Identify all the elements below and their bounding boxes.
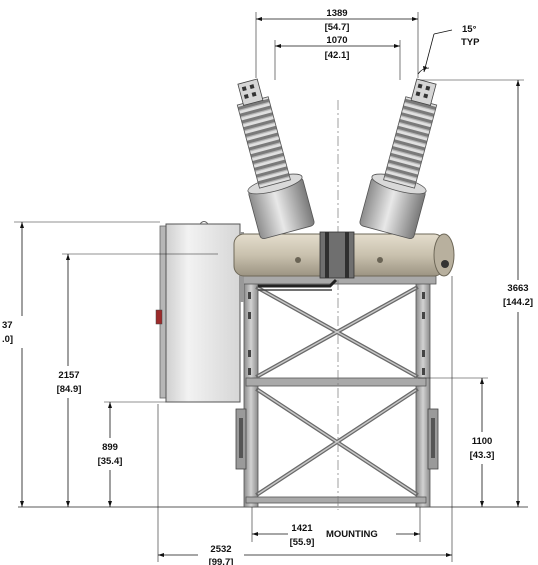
bushing-left	[236, 78, 315, 240]
dim-mounting-mm: 1421	[291, 523, 313, 534]
dim-overall-width-mm: 2532	[210, 544, 231, 555]
frame-leg-left	[243, 275, 259, 508]
dim-angle: 15° TYP	[417, 24, 480, 75]
dim-overall-height: 3663 [144.2]	[420, 79, 538, 507]
dim-cabinet-base-in: [35.4]	[98, 456, 123, 467]
dim-left-cut: 37 .0]	[0, 221, 160, 507]
support-frame	[235, 275, 439, 508]
dim-mounting-in: [55.9]	[290, 537, 315, 548]
dim-frame-height: 1100 [43.3]	[418, 377, 504, 507]
dim-overall-width: 2532 [99.7]	[157, 276, 453, 565]
dim-cabinet-base-mm: 899	[102, 442, 118, 453]
bushing-right	[359, 78, 438, 240]
dim-top-outer: 1389 [54.7]	[255, 8, 419, 78]
dim-angle-value: 15°	[462, 24, 477, 35]
control-cabinet	[155, 221, 244, 403]
dim-left-cut-in: .0]	[2, 334, 13, 345]
frame-leg-right	[415, 275, 431, 508]
dim-cabinet-height: 2157 [84.9]	[48, 253, 218, 507]
dim-frame-height-mm: 1100	[472, 436, 493, 447]
dim-top-outer-mm: 1389	[326, 8, 347, 19]
dim-top-inner-mm: 1070	[326, 35, 347, 46]
dim-cabinet-base: 899 [35.4]	[90, 401, 166, 507]
frame-mid-rail	[245, 377, 427, 387]
dim-cabinet-height-in: [84.9]	[57, 384, 82, 395]
dim-frame-height-in: [43.3]	[470, 450, 495, 461]
dim-overall-width-in: [99.7]	[209, 557, 234, 565]
frame-bottom-rail	[245, 496, 427, 504]
dim-cabinet-height-mm: 2157	[58, 370, 79, 381]
dim-mounting-label: MOUNTING	[326, 529, 378, 540]
dim-angle-note: TYP	[461, 37, 480, 48]
dim-overall-height-mm: 3663	[507, 283, 528, 294]
dim-left-cut-mm: 37	[2, 320, 13, 331]
dim-overall-height-in: [144.2]	[503, 297, 533, 308]
dim-top-inner: 1070 [42.1]	[274, 35, 401, 80]
interrupter-tank	[233, 231, 455, 291]
dim-top-inner-in: [42.1]	[325, 50, 350, 61]
dim-top-outer-in: [54.7]	[325, 22, 350, 33]
dim-mounting: 1421 [55.9] MOUNTING	[251, 507, 421, 550]
